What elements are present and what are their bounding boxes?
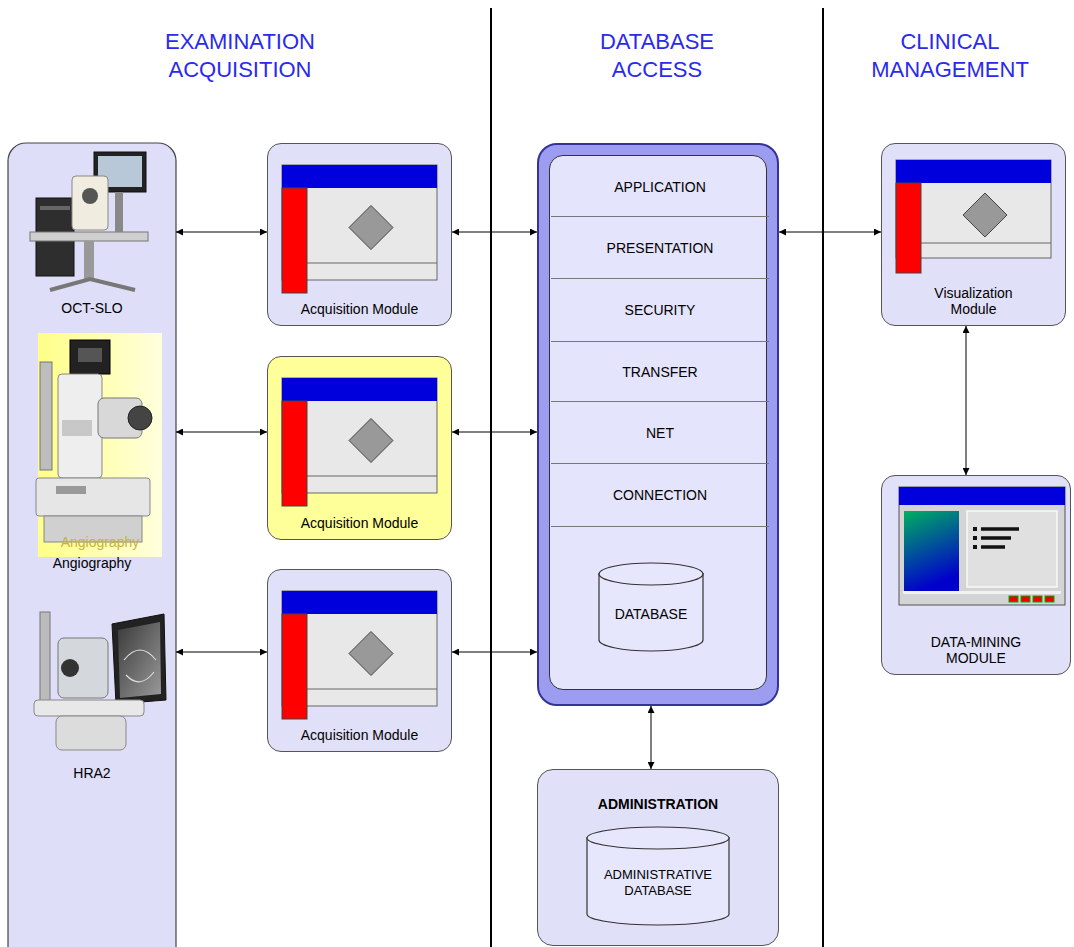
database-cylinder: ADMINISTRATIVE DATABASE <box>586 826 730 926</box>
node-label: DATA-MINING MODULE <box>914 634 1038 666</box>
connector-arrow <box>452 232 537 233</box>
connector-arrow <box>779 232 881 233</box>
column-divider <box>490 8 492 947</box>
node-label: Acquisition Module <box>301 727 419 743</box>
administration-box: ADMINISTRATION ADMINISTRATIVE DATABASE <box>537 769 779 946</box>
window-icon <box>267 569 452 752</box>
device-name: Angiography <box>53 555 132 571</box>
device-name: OCT-SLO <box>61 300 122 316</box>
layer-band: APPLICATION <box>551 157 769 217</box>
connector-arrow <box>651 706 652 769</box>
column-divider <box>822 8 824 947</box>
visualization-module: Visualization Module <box>881 143 1066 326</box>
column-heading: EXAMINATION ACQUISITION <box>140 28 340 84</box>
device-panel <box>8 143 176 947</box>
column-heading: DATABASE ACCESS <box>577 28 737 84</box>
data-mining-module: DATA-MINING MODULE <box>881 475 1071 675</box>
node-label: Visualization Module <box>919 285 1029 317</box>
node-label: DATABASE <box>615 606 688 622</box>
layer-band: CONNECTION <box>551 464 769 527</box>
node-label: Acquisition Module <box>301 515 419 531</box>
window-icon <box>267 143 452 326</box>
device-entry: HRA2 <box>8 590 176 785</box>
layer-band: SECURITY <box>551 279 769 342</box>
connector-arrow <box>452 432 537 433</box>
layer-name: APPLICATION <box>614 179 706 195</box>
window-icon <box>267 356 452 540</box>
acquisition-module: Acquisition Module <box>267 569 452 752</box>
acquisition-module: Acquisition Module <box>267 356 452 540</box>
connector-arrow <box>176 232 267 233</box>
database-cylinder: DATABASE <box>598 562 704 652</box>
angiography-device <box>36 340 152 542</box>
node-label: Acquisition Module <box>301 301 419 317</box>
oct-slo-device <box>30 152 148 290</box>
node-label: ADMINISTRATION <box>598 796 718 812</box>
watermark-text: Angiography <box>40 534 160 550</box>
layer-name: TRANSFER <box>622 364 697 380</box>
layer-band: NET <box>551 402 769 464</box>
layer-name: PRESENTATION <box>607 240 714 256</box>
node-label: ADMINISTRATIVE DATABASE <box>596 867 720 899</box>
acquisition-module: Acquisition Module <box>267 143 452 326</box>
connector-arrow <box>966 326 967 475</box>
device-entry: OCT-SLO <box>8 145 176 320</box>
layer-band: TRANSFER <box>551 342 769 402</box>
hra2-device <box>34 612 166 750</box>
device-name: HRA2 <box>73 765 110 781</box>
layer-band: PRESENTATION <box>551 217 769 279</box>
layer-name: CONNECTION <box>613 487 707 503</box>
connector-arrow <box>176 432 267 433</box>
layer-name: SECURITY <box>625 302 696 318</box>
highlight-ground <box>38 333 162 557</box>
column-heading: CLINICAL MANAGEMENT <box>865 28 1035 84</box>
connector-arrow <box>176 652 267 653</box>
connector-arrow <box>452 652 537 653</box>
database-access-stack: APPLICATION PRESENTATION SECURITY TRANSFER N… <box>537 143 779 706</box>
layer-name: NET <box>646 425 674 441</box>
